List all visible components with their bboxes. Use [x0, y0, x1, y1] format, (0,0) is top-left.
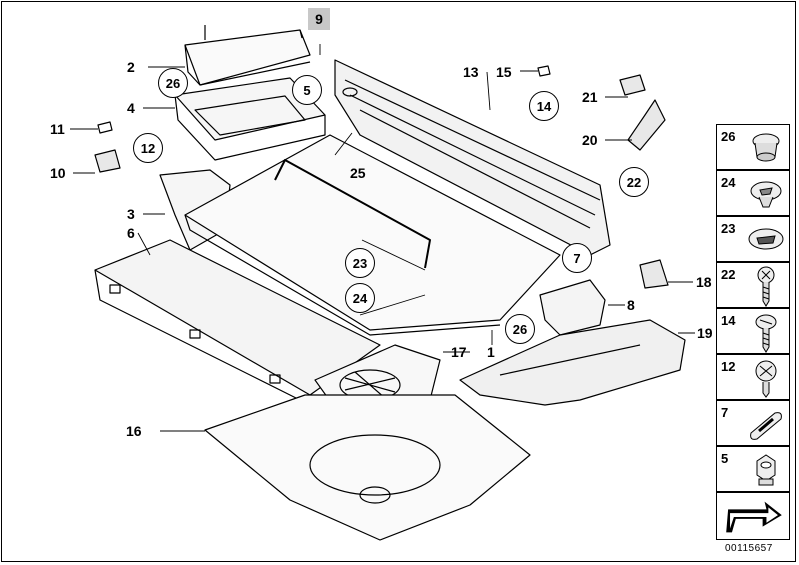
oval-grommet-icon [750, 412, 782, 440]
part-10-clip [94, 149, 121, 173]
callout-10[interactable]: 10 [50, 165, 66, 181]
callout-1[interactable]: 1 [487, 344, 495, 360]
part-16-spare-well [204, 394, 531, 541]
legend-item-22[interactable]: 22 [716, 262, 790, 308]
circled-callout-14[interactable]: 14 [529, 91, 559, 121]
circled-callout-24[interactable]: 24 [345, 283, 375, 313]
callout-16[interactable]: 16 [126, 423, 142, 439]
legend-number: 26 [721, 129, 736, 144]
callout-3[interactable]: 3 [127, 206, 135, 222]
callout-4[interactable]: 4 [127, 100, 135, 116]
legend-item-7[interactable]: 7 [716, 400, 790, 446]
circled-callout-12[interactable]: 12 [133, 133, 163, 163]
callout-18[interactable]: 18 [696, 274, 712, 290]
slotted-screw-icon [755, 314, 777, 353]
callout-6[interactable]: 6 [127, 225, 135, 241]
legend-number: 14 [721, 313, 736, 328]
part-18-clip [639, 259, 669, 289]
part-6-side-panel [94, 239, 381, 401]
part-21-hook [619, 74, 646, 96]
support-rod [274, 159, 431, 269]
part-19-tool-tray [459, 319, 686, 406]
callout-11[interactable]: 11 [50, 121, 65, 137]
callout-21[interactable]: 21 [582, 89, 598, 105]
callout-17[interactable]: 17 [451, 344, 467, 360]
leader-lines [70, 44, 695, 432]
legend-number: 23 [721, 221, 736, 236]
legend-item-14[interactable]: 14 [716, 308, 790, 354]
callout-25[interactable]: 25 [350, 165, 366, 181]
pan-head-screw-icon [755, 360, 777, 398]
arrow-indicator-icon [726, 501, 782, 533]
legend-item-5[interactable]: 5 [716, 446, 790, 492]
circled-callout-23[interactable]: 23 [345, 248, 375, 278]
circled-callout-26-b[interactable]: 26 [505, 314, 535, 344]
circled-callout-7[interactable]: 7 [562, 243, 592, 273]
part-25-floor-panel [184, 134, 561, 336]
callout-20[interactable]: 20 [582, 132, 598, 148]
callout-8[interactable]: 8 [627, 297, 635, 313]
part-20-hook [627, 99, 666, 151]
hex-nut-icon [756, 454, 776, 486]
part-8-bracket [539, 279, 606, 336]
callout-13[interactable]: 13 [463, 64, 479, 80]
circled-callout-5[interactable]: 5 [292, 75, 322, 105]
legend-number: 12 [721, 359, 736, 374]
callout-2[interactable]: 2 [127, 59, 135, 75]
legend-number: 7 [721, 405, 729, 420]
legend-item-26[interactable]: 26 [716, 124, 790, 170]
circled-callout-26[interactable]: 26 [158, 68, 188, 98]
legend-number: 22 [721, 267, 736, 282]
diagram-code: 00115657 [725, 543, 773, 554]
push-rivet-icon [748, 228, 784, 250]
phillips-screw-icon [757, 266, 775, 307]
grommet-plug-icon [752, 133, 780, 162]
part-15-tab [537, 65, 551, 77]
legend-item-23[interactable]: 23 [716, 216, 790, 262]
legend-number: 5 [721, 451, 729, 466]
part-2-cover [184, 25, 311, 86]
callout-9-highlighted[interactable]: 9 [308, 8, 330, 30]
part-11-clip [97, 121, 113, 134]
legend-number: 24 [721, 175, 736, 190]
legend-item-12[interactable]: 12 [716, 354, 790, 400]
legend-item-arrow[interactable] [716, 492, 790, 540]
expanding-clip-icon [750, 181, 782, 208]
circled-callout-22[interactable]: 22 [619, 167, 649, 197]
legend-item-24[interactable]: 24 [716, 170, 790, 216]
callout-19[interactable]: 19 [697, 325, 713, 341]
part-4-tray [174, 77, 326, 161]
callout-15[interactable]: 15 [496, 64, 512, 80]
